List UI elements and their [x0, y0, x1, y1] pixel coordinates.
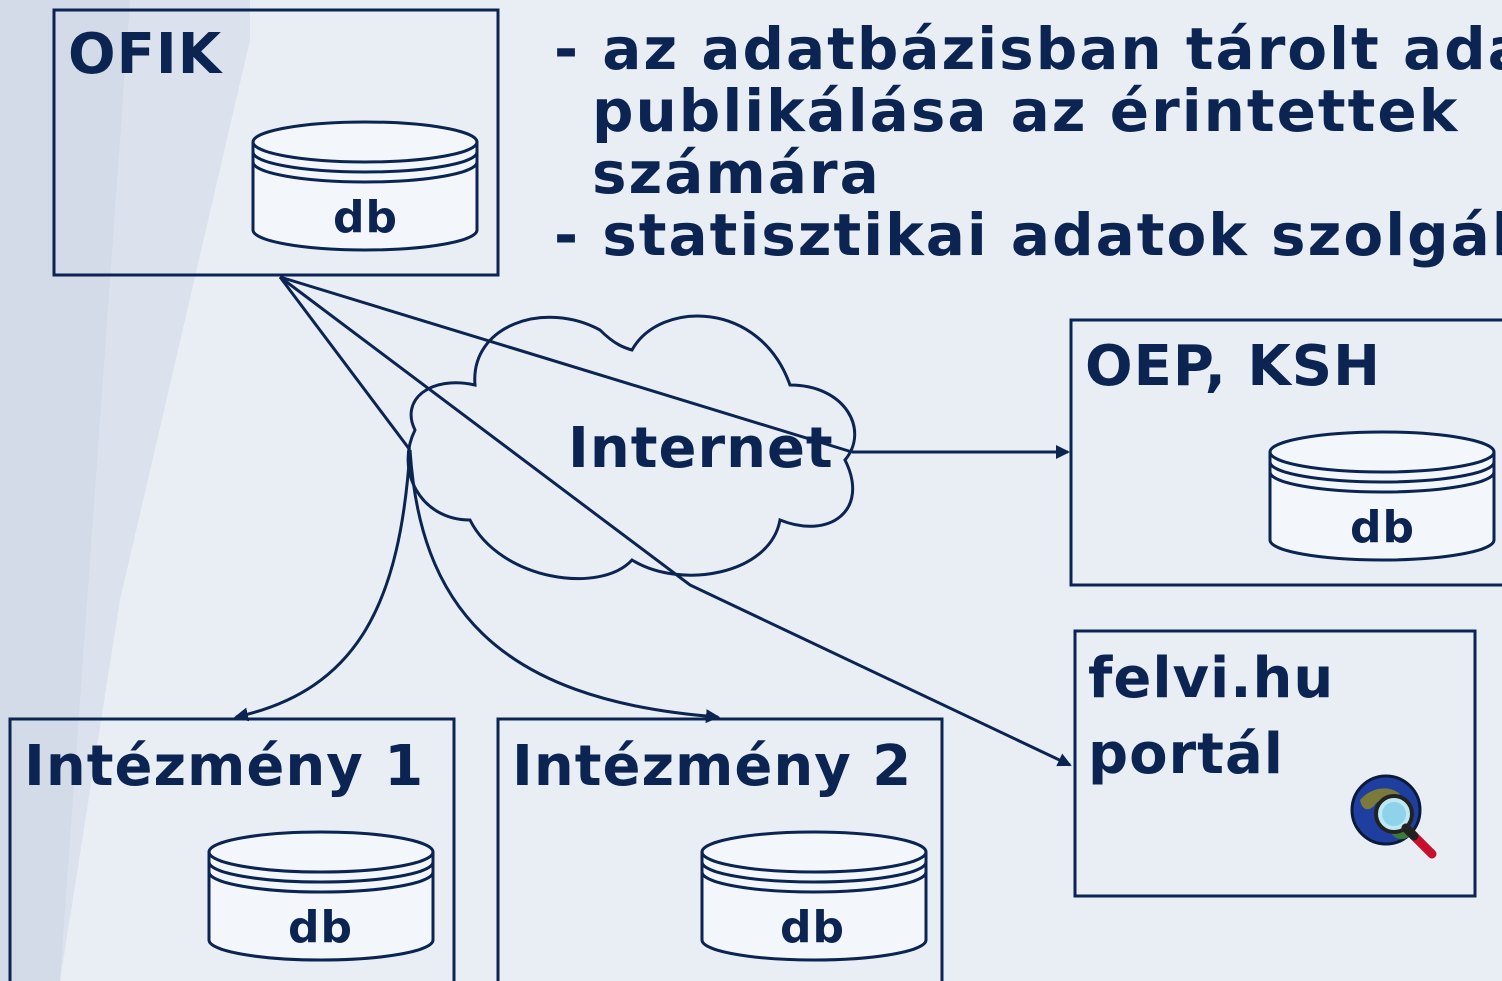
felvi-title-line2: portál — [1088, 722, 1284, 787]
intezmeny-2-db-icon — [700, 830, 928, 962]
felvi-portal-box — [1073, 629, 1477, 898]
oep-db-label: db — [1350, 502, 1415, 553]
cloud-to-intezmeny-1-arrow — [234, 449, 412, 722]
ofik-to-felvi-arrow — [279, 275, 1072, 767]
bullet-line-1: - az adatbázisban tárolt ada — [554, 15, 1502, 83]
bullet-line-2: publikálása az érintettek — [592, 77, 1460, 145]
ofik-box — [52, 8, 500, 277]
oep-ksh-title: OEP, KSH — [1085, 334, 1381, 399]
intezmeny-1-db-label: db — [288, 902, 353, 953]
intezmeny-1-db-icon — [207, 830, 435, 962]
ofik-description: - az adatbázisban tárolt ada publikálása… — [554, 18, 1502, 266]
ofik-title: OFIK — [68, 22, 223, 87]
oep-db-icon — [1268, 430, 1496, 562]
intezmeny-2-box — [496, 717, 944, 981]
ofik-to-oep-line — [279, 275, 853, 454]
globe-magnifier-icon — [1350, 774, 1437, 859]
intezmeny-2-db-label: db — [780, 902, 845, 953]
intezmeny-2-title: Intézmény 2 — [512, 734, 913, 799]
ofik-db-label: db — [333, 192, 398, 243]
oep-ksh-box — [1069, 318, 1502, 587]
felvi-title-line1: felvi.hu — [1088, 646, 1335, 711]
cloud-to-intezmeny-2-arrow — [408, 449, 720, 724]
ofik-db-icon — [251, 120, 479, 252]
internet-cloud — [406, 314, 857, 581]
bullet-line-3: számára — [592, 139, 881, 207]
ofik-to-cloud-line — [278, 276, 412, 451]
internet-label: Internet — [568, 416, 834, 481]
intezmeny-1-title: Intézmény 1 — [24, 734, 425, 799]
intezmeny-1-box — [8, 717, 456, 981]
bullet-line-4: - statisztikai adatok szolgált — [554, 201, 1502, 269]
